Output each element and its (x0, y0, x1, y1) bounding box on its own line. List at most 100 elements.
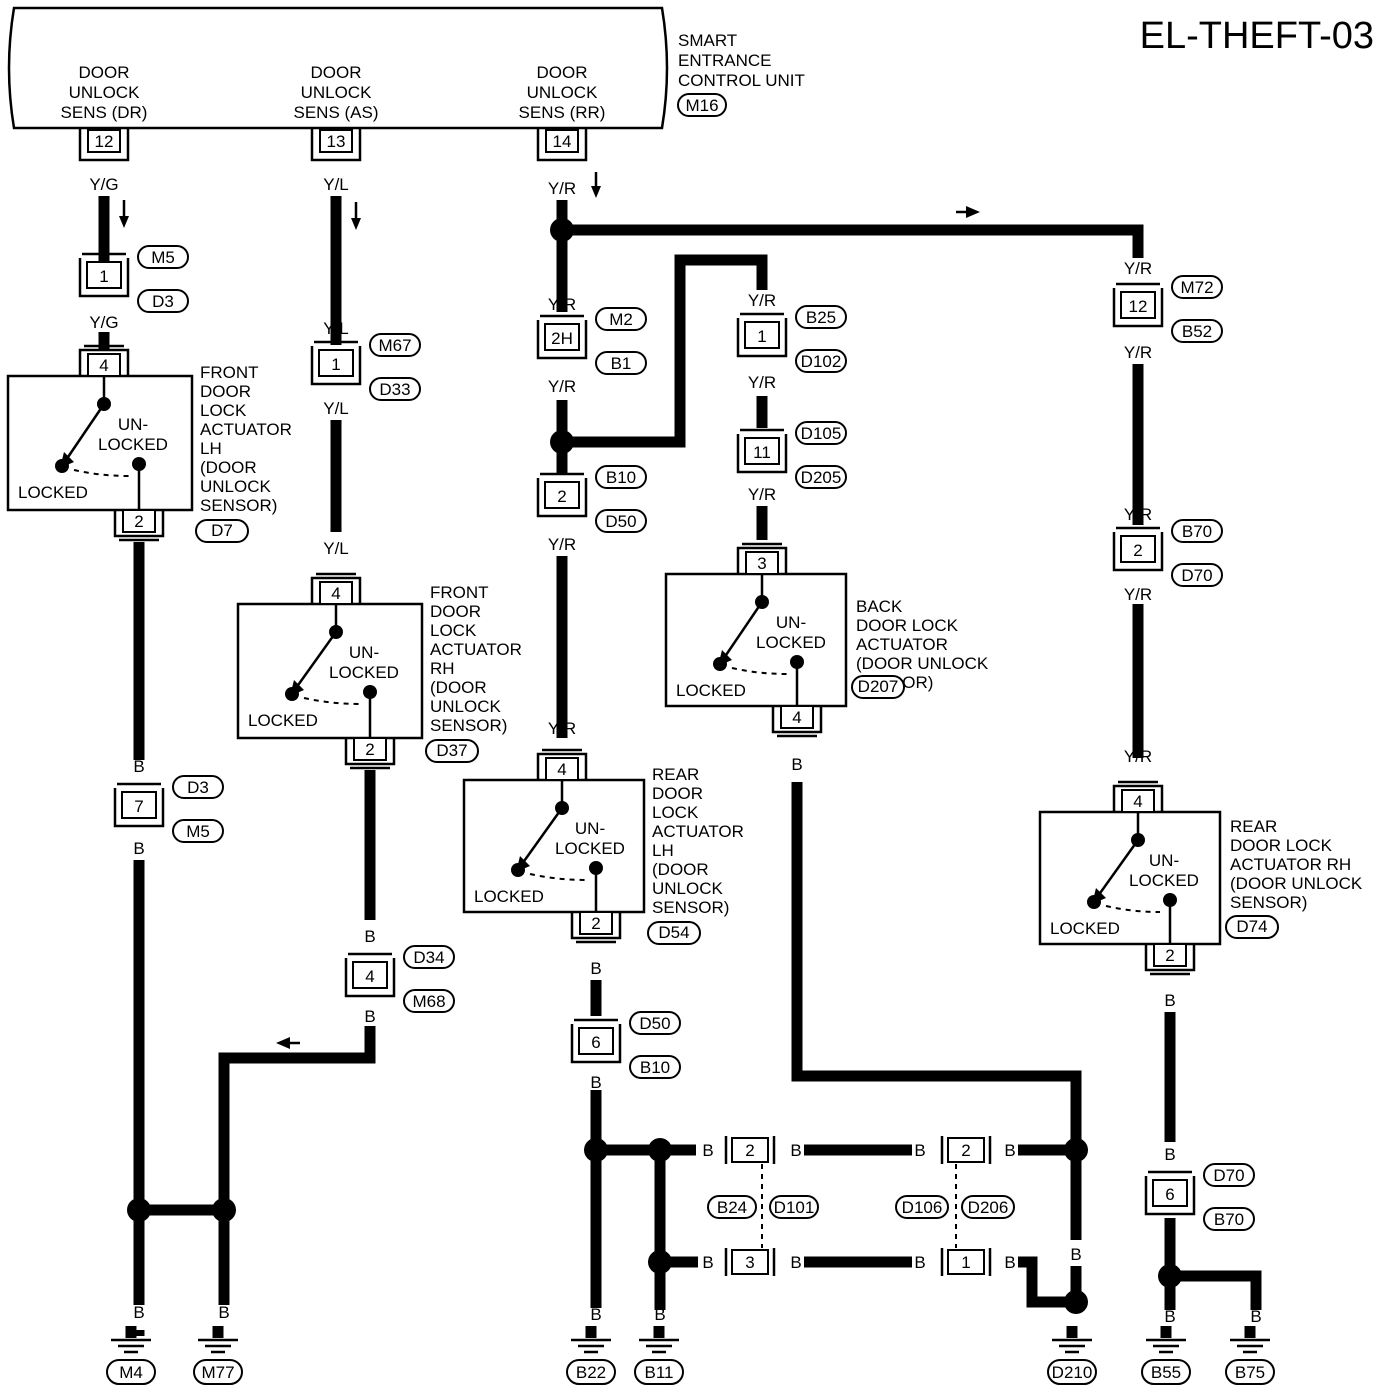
unlocked-label: LOCKED (1129, 871, 1199, 890)
wire-color-label: B (133, 757, 144, 776)
inline-connector: 1 (940, 1248, 992, 1276)
splice-point (1064, 1138, 1088, 1162)
wire-color-label: B (790, 1141, 801, 1160)
wire-color-labels: Y/G Y/G Y/L Y/L Y/L Y/L Y/R Y/R Y/R Y/R … (89, 175, 1261, 1326)
actuator-pin-in: 4 (99, 356, 108, 375)
actuator-name: LOCK (200, 401, 247, 420)
actuator-name: DOOR (652, 784, 703, 803)
connector-code: D102 (801, 352, 842, 371)
unlocked-label: UN- (118, 415, 148, 434)
connector-code: M68 (412, 992, 445, 1011)
wire-color-label: Y/R (548, 179, 576, 198)
actuator-name: UNLOCK (200, 477, 272, 496)
wire-color-label: Y/G (89, 313, 118, 332)
splice-point (648, 1138, 672, 1162)
connector-pin: 4 (365, 967, 374, 986)
connector-pin: 1 (331, 355, 340, 374)
wire-color-label: B (364, 783, 375, 802)
connector-code: D70 (1181, 566, 1212, 585)
svg-text:12: 12 (95, 132, 114, 151)
actuator-name: (DOOR (430, 678, 487, 697)
actuator-name: DOOR (200, 382, 251, 401)
svg-text:SENS (DR): SENS (DR) (61, 103, 148, 122)
ground-code: M4 (119, 1363, 143, 1382)
connector-code: D3 (152, 292, 174, 311)
flow-arrows (119, 172, 980, 1049)
locked-label: LOCKED (248, 711, 318, 730)
wire-color-label: Y/R (748, 485, 776, 504)
terminal-pin-14: 14 (536, 128, 588, 162)
door-lock-actuator: 42UN-LOCKEDLOCKEDFRONTDOORLOCKACTUATORLH… (6, 344, 292, 543)
svg-text:SENS (AS): SENS (AS) (293, 103, 378, 122)
joint-code: B24 (717, 1198, 747, 1217)
svg-text:14: 14 (553, 132, 572, 151)
actuator-pin-in: 3 (757, 554, 766, 573)
connector-pin: 6 (591, 1033, 600, 1052)
arrow-down-icon (591, 172, 601, 198)
actuator-connector: D207 (858, 677, 899, 696)
splice-point (584, 1138, 608, 1162)
splice-point (550, 218, 574, 242)
connector-code: B10 (606, 468, 636, 487)
locked-label: LOCKED (676, 681, 746, 700)
splice-point (550, 430, 574, 454)
inline-connectors: 1M5D31M67D332HM2B12B10D501B25D10211D105D… (78, 245, 1255, 1276)
connector-pin: 2 (557, 487, 566, 506)
unlocked-label: LOCKED (98, 435, 168, 454)
control-unit: SMART ENTRANCE CONTROL UNIT M16 DOOR UNL… (7, 6, 805, 162)
joint-links: B24 D101 D106 D206 (707, 1164, 1015, 1248)
wire-color-label: B (590, 1073, 601, 1092)
wire-color-label: B (702, 1253, 713, 1272)
wire-color-label: Y/L (323, 399, 349, 418)
connector-code: D34 (413, 948, 444, 967)
wire-color-label: B (590, 959, 601, 978)
actuator-name: (DOOR (652, 860, 709, 879)
connector-pin: 1 (99, 267, 108, 286)
wire-color-label: B (1164, 1145, 1175, 1164)
connector-code: B70 (1182, 522, 1212, 541)
control-unit-connector: M16 (685, 96, 718, 115)
terminal-dr: DOOR UNLOCK SENS (DR) (61, 63, 148, 122)
wire-color-label: B (1070, 1245, 1081, 1264)
actuator-name: (DOOR UNLOCK (1230, 874, 1363, 893)
actuator-pin-in: 4 (331, 584, 340, 603)
wire-color-label: B (590, 1305, 601, 1324)
wire-color-label: B (1164, 1307, 1175, 1326)
wire-color-label: Y/R (748, 373, 776, 392)
ground-code: B11 (645, 1363, 674, 1382)
svg-text:CONTROL UNIT: CONTROL UNIT (678, 71, 805, 90)
wire-color-label: B (790, 1253, 801, 1272)
actuator-connector: D7 (211, 521, 233, 540)
actuator-name: SENSOR) (200, 496, 277, 515)
svg-text:DOOR: DOOR (79, 63, 130, 82)
unlocked-label: UN- (349, 643, 379, 662)
wire-color-label: Y/R (548, 377, 576, 396)
wire-color-label: Y/R (548, 535, 576, 554)
actuator-name: DOOR (430, 602, 481, 621)
connector-code: D205 (801, 468, 842, 487)
terminal-as: DOOR UNLOCK SENS (AS) (293, 63, 378, 122)
connector-code: B52 (1182, 322, 1212, 341)
wire-color-label: B (364, 927, 375, 946)
actuator-pin-in: 4 (557, 760, 566, 779)
wire-color-label: Y/G (89, 175, 118, 194)
connector-code: M72 (1180, 278, 1213, 297)
splice-point (648, 1250, 672, 1274)
connector-pin: 1 (961, 1253, 970, 1272)
wire-color-label: Y/R (1124, 343, 1152, 362)
ground-symbol: D210 (1047, 1326, 1097, 1385)
actuator-name: FRONT (200, 363, 259, 382)
connector-pin: 2 (1133, 541, 1142, 560)
unlocked-label: UN- (776, 613, 806, 632)
splice-point (1158, 1264, 1182, 1288)
ground-symbol: B75 (1225, 1326, 1275, 1385)
actuator-name: UNLOCK (652, 879, 724, 898)
